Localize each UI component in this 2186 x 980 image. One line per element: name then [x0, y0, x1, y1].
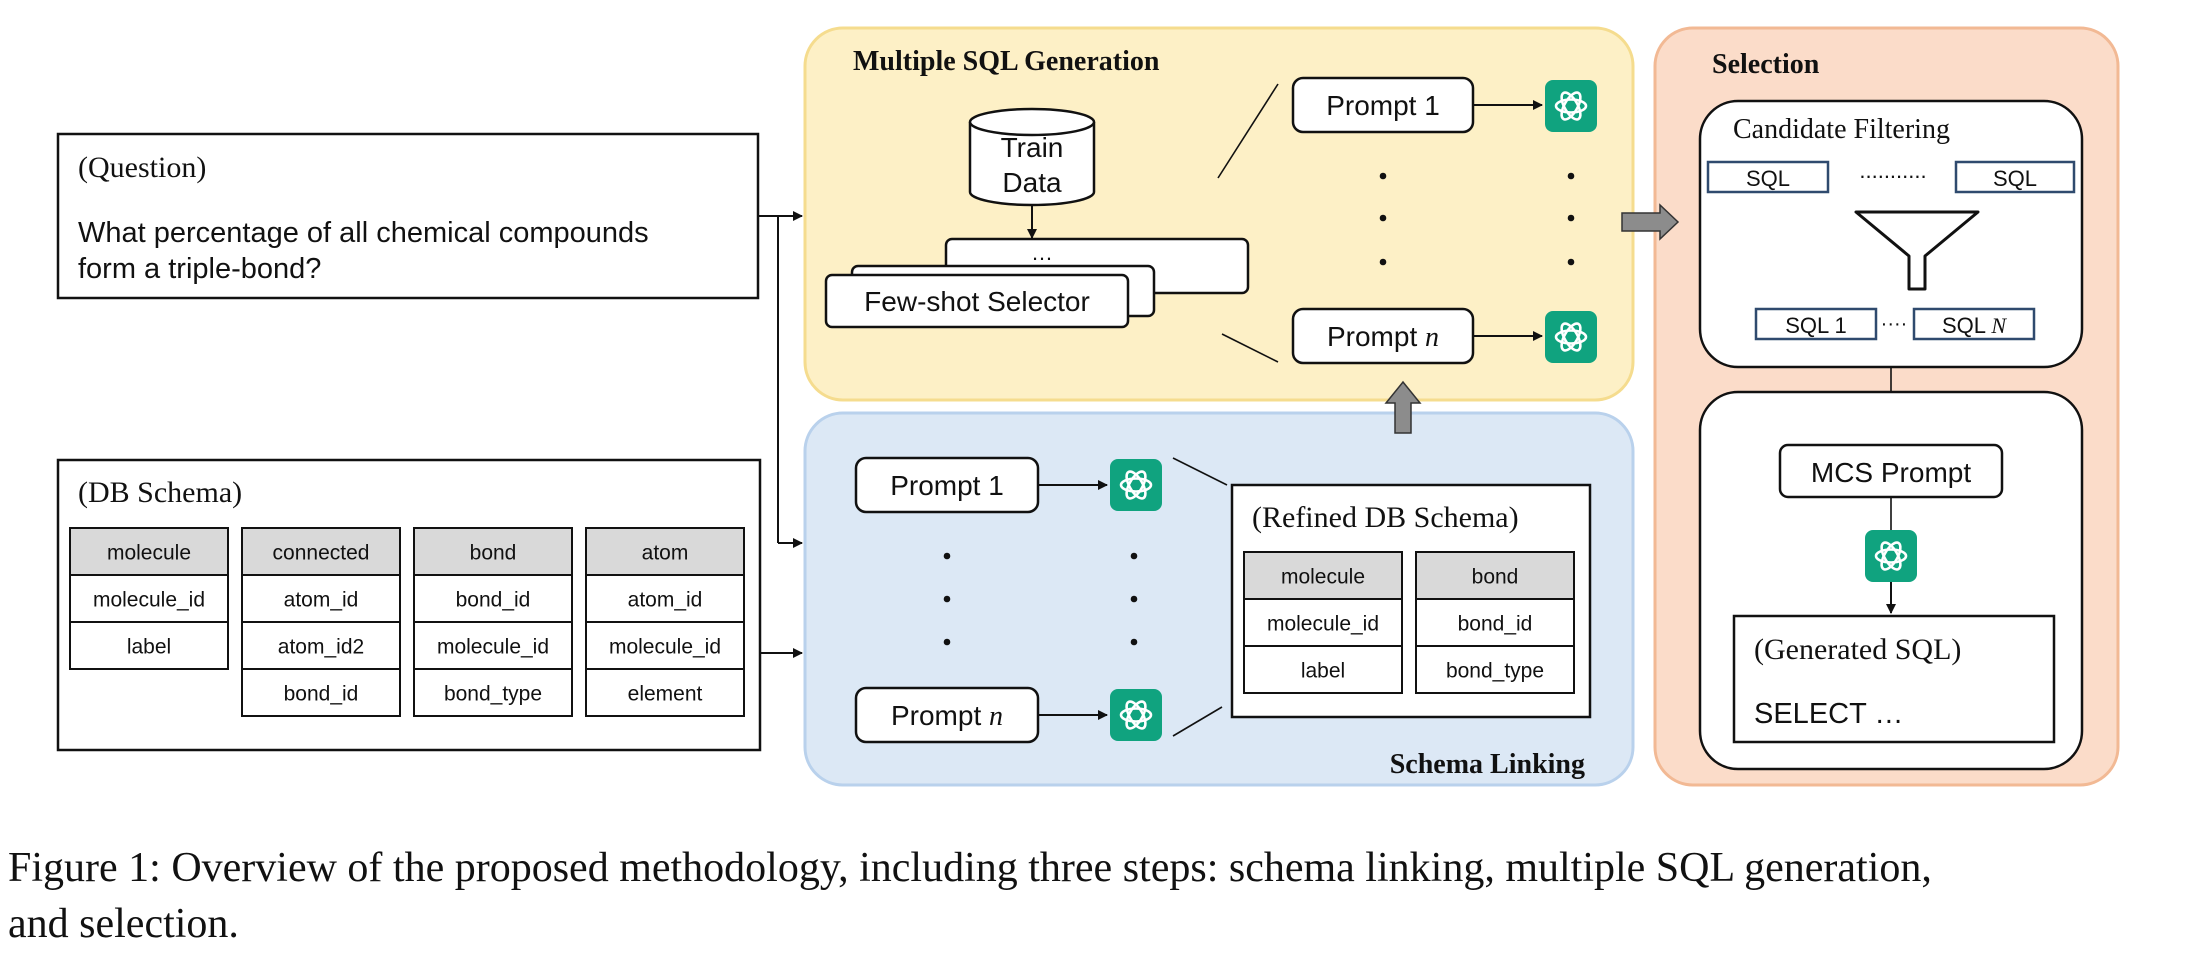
generated-sql-box [1732, 614, 2056, 744]
openai-logo-icon [1545, 311, 1597, 363]
generation-title: Multiple SQL Generation [853, 46, 1160, 77]
candidate-sql-first [1706, 160, 1830, 194]
candidate-dotted-separator: ........... [1859, 158, 1926, 183]
table-header-cell [413, 527, 573, 576]
mcs-prompt-label: MCS Prompt [1811, 457, 1971, 488]
train-data-label-1: Train [1001, 132, 1064, 163]
table-column: label [1301, 660, 1345, 683]
caption-line-2: and selection. [8, 901, 239, 947]
train-data-cylinder-icon [968, 107, 1096, 207]
table-column: bond_id [284, 683, 359, 706]
linking-fan-lines [1172, 457, 1228, 737]
table-cell [585, 574, 745, 623]
generated-sql-header: (Generated SQL) [1754, 633, 1961, 666]
table-cell [241, 668, 401, 717]
filtered-sql-1 [1754, 307, 1878, 341]
linking-prompt-1-label: Prompt 1 [890, 470, 1004, 501]
generation-ellipsis [1379, 172, 1575, 266]
table-cell [1415, 645, 1575, 694]
table-cell [413, 621, 573, 670]
linking-prompt-n-label: Prompt n [891, 700, 1003, 732]
table-cell [69, 621, 229, 670]
input-connectors [758, 211, 803, 658]
table-cell [585, 621, 745, 670]
train-data-label-2: Data [1002, 167, 1062, 198]
multiple-sql-generation-panel [803, 26, 1635, 402]
openai-logo-icon [1110, 689, 1162, 741]
table-cell [413, 668, 573, 717]
question-line-1: What percentage of all chemical compound… [78, 217, 649, 249]
generation-prompt-n-label: Prompt n [1327, 321, 1439, 353]
table-header-cell [69, 527, 229, 576]
question-header: (Question) [78, 151, 206, 184]
selection-title: Selection [1712, 49, 1820, 80]
candidate-sql-last-label: SQL [1993, 166, 2037, 191]
table-column: bond_id [1458, 613, 1533, 636]
table-name: connected [273, 542, 370, 565]
table-column: atom_id2 [278, 636, 364, 659]
table-column: atom_id [628, 589, 703, 612]
caption-line-1: Figure 1: Overview of the proposed metho… [8, 845, 1932, 891]
schema-linking-title: Schema Linking [1390, 749, 1585, 780]
filtered-sql-n-label: SQL N [1942, 313, 2007, 338]
table-column: molecule_id [437, 636, 549, 659]
table-cell [585, 668, 745, 717]
generated-sql-body: SELECT … [1754, 698, 1903, 730]
table-cell [1415, 598, 1575, 647]
table-column: label [127, 636, 171, 659]
table-column: molecule_id [1267, 613, 1379, 636]
table-name: bond [470, 542, 517, 565]
filtered-sql-n [1912, 307, 2036, 341]
few-shot-stack-dots: … [1031, 240, 1053, 265]
generation-fan-lines [1217, 83, 1279, 363]
table-column: bond_type [444, 683, 542, 706]
candidate-sql-last [1954, 160, 2076, 194]
table-cell [413, 574, 573, 623]
question-box [56, 132, 760, 300]
linking-ellipsis [943, 552, 1138, 646]
generation-to-selection-block-arrow-icon [1621, 203, 1680, 241]
table-column: molecule_id [609, 636, 721, 659]
table-name: bond [1472, 566, 1519, 589]
table-column: atom_id [284, 589, 359, 612]
table-column: molecule_id [93, 589, 205, 612]
figure-caption: Figure 1: Overview of the proposed metho… [8, 840, 2178, 952]
table-cell [1243, 598, 1403, 647]
table-header-cell [585, 527, 745, 576]
table-column: bond_type [1446, 660, 1544, 683]
refined-db-schema-header: (Refined DB Schema) [1252, 501, 1519, 534]
question-line-2: form a triple-bond? [78, 253, 321, 285]
few-shot-selector-label: Few-shot Selector [864, 286, 1090, 317]
db-schema-tables: moleculemolecule_idlabelconnectedatom_id… [69, 527, 745, 717]
linking-to-generation-block-arrow-icon [1384, 380, 1422, 434]
table-cell [241, 621, 401, 670]
table-column: bond_id [456, 589, 531, 612]
table-cell [1243, 645, 1403, 694]
filtered-dots: ···· [1881, 313, 1908, 335]
table-column: element [628, 683, 703, 706]
table-name: molecule [107, 542, 191, 565]
table-name: atom [642, 542, 689, 565]
table-header-cell [241, 527, 401, 576]
table-name: molecule [1281, 566, 1365, 589]
candidate-filtering-label: Candidate Filtering [1733, 114, 1950, 145]
db-schema-header: (DB Schema) [78, 476, 242, 509]
candidate-sql-first-label: SQL [1746, 166, 1790, 191]
openai-logo-icon [1865, 530, 1917, 582]
funnel-icon [1854, 210, 1980, 291]
openai-logo-icon [1110, 459, 1162, 511]
openai-logo-icon [1545, 80, 1597, 132]
filtered-sql-1-label: SQL 1 [1785, 313, 1847, 338]
table-cell [241, 574, 401, 623]
few-shot-selector-box [824, 273, 1130, 329]
generation-prompt-1-label: Prompt 1 [1326, 90, 1440, 121]
